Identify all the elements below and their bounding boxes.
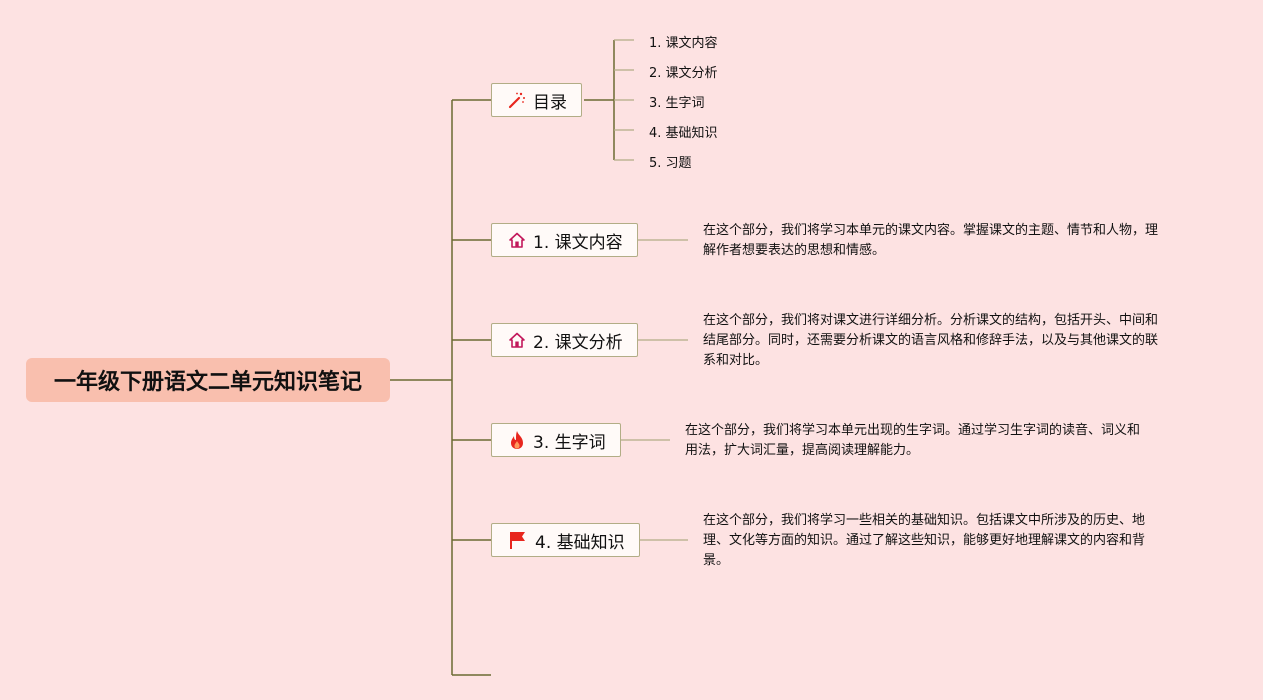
toc-item-5[interactable]: 5. 习题 [649,156,692,171]
section-3-node[interactable]: 3. 生字词 [491,423,621,457]
description-line: 在这个部分，我们将学习本单元出现的生字词。通过学习生字词的读音、词义和 [685,423,1141,438]
section-1-label: 1. 课文内容 [533,232,623,253]
description-line: 在这个部分，我们将对课文进行详细分析。分析课文的结构，包括开头、中间和 [703,313,1159,328]
flag-icon [510,532,525,549]
section-3-description: 在这个部分，我们将学习本单元出现的生字词。通过学习生字词的读音、词义和 用法，扩… [685,421,1140,461]
section-2-label: 2. 课文分析 [533,332,623,353]
description-line: 系和对比。 [703,353,769,368]
section-3-label: 3. 生字词 [533,432,606,453]
root-title: 一年级下册语文二单元知识笔记 [53,370,362,395]
toc-item-1[interactable]: 1. 课文内容 [649,36,718,51]
description-line: 在这个部分，我们将学习一些相关的基础知识。包括课文中所涉及的历史、地 [703,513,1146,528]
house-icon [509,332,525,348]
section-2-description: 在这个部分，我们将对课文进行详细分析。分析课文的结构，包括开头、中间和 结尾部分… [703,311,1158,371]
fire-icon [511,431,523,449]
description-line: 在这个部分，我们将学习本单元的课文内容。掌握课文的主题、情节和人物，理 [703,223,1159,238]
section-4-description: 在这个部分，我们将学习一些相关的基础知识。包括课文中所涉及的历史、地 理、文化等… [703,511,1145,571]
section-4-node[interactable]: 4. 基础知识 [491,523,640,557]
description-line: 用法，扩大词汇量，提高阅读理解能力。 [685,443,920,458]
section-1-node[interactable]: 1. 课文内容 [491,223,638,257]
section-2-node[interactable]: 2. 课文分析 [491,323,638,357]
toc-node[interactable]: 目录 [491,83,582,117]
description-line: 景。 [703,553,730,568]
root-topic[interactable]: 一年级下册语文二单元知识笔记 [26,358,390,402]
description-line: 理、文化等方面的知识。通过了解这些知识，能够更好地理解课文的内容和背 [703,533,1146,548]
section-1-description: 在这个部分，我们将学习本单元的课文内容。掌握课文的主题、情节和人物，理 解作者想… [703,221,1158,261]
toc-item-3[interactable]: 3. 生字词 [649,96,705,111]
magic-wand-icon [508,92,525,109]
toc-item-4[interactable]: 4. 基础知识 [649,126,718,141]
section-4-label: 4. 基础知识 [535,532,625,553]
description-line: 结尾部分。同时，还需要分析课文的语言风格和修辞手法，以及与其他课文的联 [703,333,1159,348]
description-line: 解作者想要表达的思想和情感。 [703,243,886,258]
toc-item-2[interactable]: 2. 课文分析 [649,66,718,81]
house-icon [509,232,525,248]
toc-label: 目录 [533,92,567,113]
